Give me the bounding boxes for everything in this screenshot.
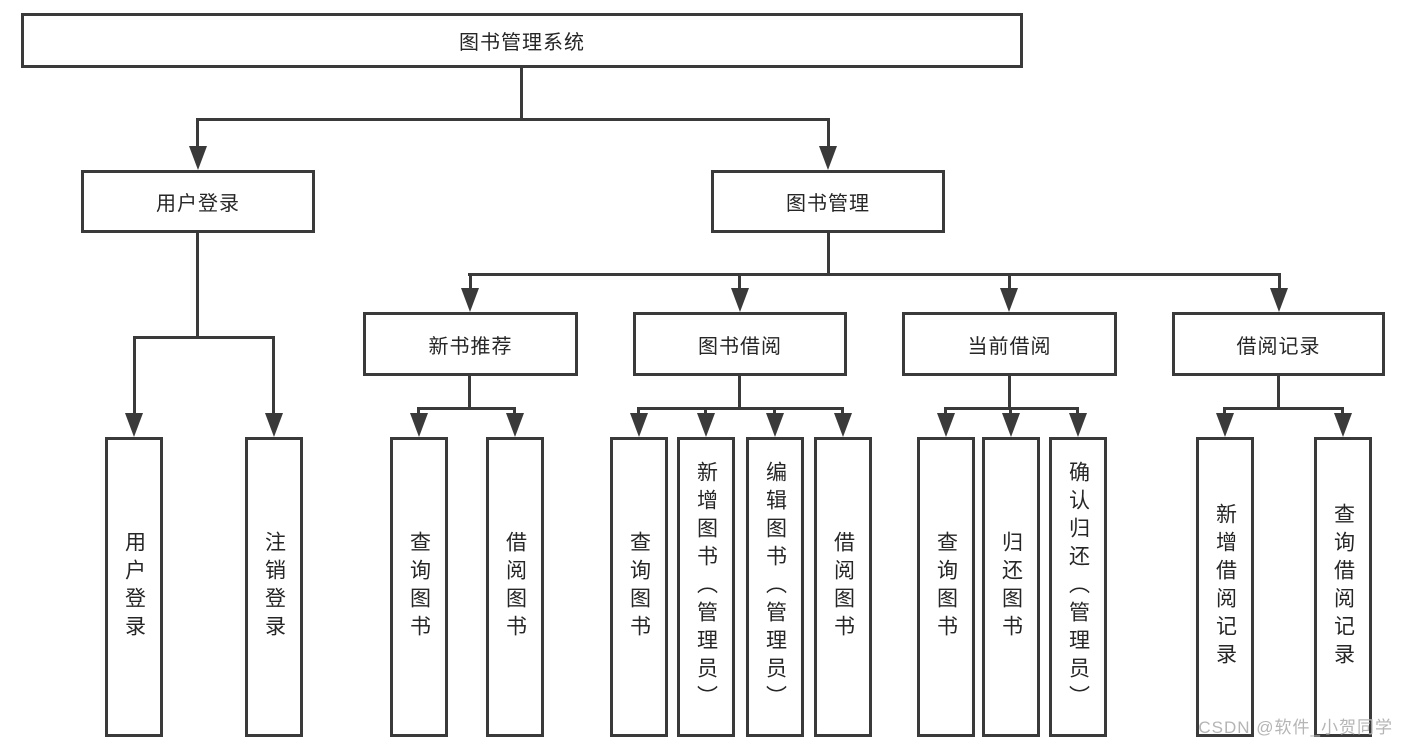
node-book-management: 图书管理 xyxy=(711,170,945,233)
connector-to-current-borrow xyxy=(1008,273,1011,290)
leaf-label: 用户登录 xyxy=(122,531,146,643)
node-current-borrow: 当前借阅 xyxy=(902,312,1117,376)
leaf-label: 借阅图书 xyxy=(831,531,855,643)
connector-current-borrow-stem xyxy=(1008,376,1011,407)
leaf-label: 归还图书 xyxy=(999,531,1023,643)
leaf-confirm-return-admin: 确认归还（管理员） xyxy=(1049,437,1107,737)
leaf-label: 新增借阅记录 xyxy=(1213,503,1237,671)
connector-leaf-drop xyxy=(841,407,844,415)
leaf-user-login: 用户登录 xyxy=(105,437,163,737)
leaf-query-books-current: 查询图书 xyxy=(917,437,975,737)
leaf-query-borrow-record: 查询借阅记录 xyxy=(1314,437,1372,737)
connector-to-user-login xyxy=(196,118,199,150)
arrowhead-down-icon xyxy=(1216,413,1234,437)
connector-book-mgmt-branch xyxy=(468,273,1281,276)
arrowhead-down-icon xyxy=(461,288,479,312)
arrowhead-down-icon xyxy=(834,413,852,437)
connector-new-book-branch xyxy=(417,407,516,410)
leaf-label: 注销登录 xyxy=(262,531,286,643)
leaf-label: 确认归还（管理员） xyxy=(1066,461,1090,713)
node-book-borrow: 图书借阅 xyxy=(633,312,847,376)
node-label: 图书管理系统 xyxy=(459,32,585,54)
node-label: 图书借阅 xyxy=(698,335,782,358)
connector-leaf-drop xyxy=(1223,407,1226,415)
connector-root-branch xyxy=(196,118,829,121)
arrowhead-down-icon xyxy=(697,413,715,437)
connector-leaf-drop xyxy=(773,407,776,415)
connector-root-stem xyxy=(520,68,523,118)
connector-book-borrow-branch xyxy=(637,407,844,410)
node-label: 当前借阅 xyxy=(967,335,1052,358)
arrowhead-down-icon xyxy=(1270,288,1288,312)
connector-leaf-drop xyxy=(637,407,640,415)
connector-to-book-borrow xyxy=(738,273,741,290)
leaf-borrow-books: 借阅图书 xyxy=(814,437,872,737)
leaf-label: 查询图书 xyxy=(934,531,958,643)
connector-borrow-record-stem xyxy=(1277,376,1280,407)
node-label: 用户登录 xyxy=(156,193,240,215)
arrowhead-down-icon xyxy=(125,413,143,437)
leaf-add-borrow-record: 新增借阅记录 xyxy=(1196,437,1254,737)
arrowhead-down-icon xyxy=(731,288,749,312)
connector-leaf-drop xyxy=(417,407,420,415)
node-label: 借阅记录 xyxy=(1236,335,1321,358)
leaf-label: 借阅图书 xyxy=(503,531,527,643)
node-borrow-record: 借阅记录 xyxy=(1172,312,1385,376)
connector-new-book-stem xyxy=(468,376,471,407)
connector-leaf-drop xyxy=(1076,407,1079,415)
arrowhead-down-icon xyxy=(1002,413,1020,437)
leaf-query-books-borrow: 查询图书 xyxy=(610,437,668,737)
connector-to-leaf-logout xyxy=(272,336,275,415)
arrowhead-down-icon xyxy=(1334,413,1352,437)
connector-book-borrow-stem xyxy=(738,376,741,407)
leaf-edit-books-admin: 编辑图书（管理员） xyxy=(746,437,804,737)
connector-to-borrow-record xyxy=(1278,273,1281,290)
csdn-watermark: CSDN @软件_小贺同学 xyxy=(1198,718,1393,737)
connector-book-mgmt-stem xyxy=(827,233,830,273)
arrowhead-down-icon xyxy=(630,413,648,437)
leaf-return-books: 归还图书 xyxy=(982,437,1040,737)
node-label: 新书推荐 xyxy=(428,335,513,358)
arrowhead-down-icon xyxy=(265,413,283,437)
arrowhead-down-icon xyxy=(189,146,207,170)
node-library-management-system: 图书管理系统 xyxy=(21,13,1023,68)
leaf-label: 查询图书 xyxy=(627,531,651,643)
connector-to-leaf-user-login xyxy=(133,336,136,415)
leaf-label: 查询借阅记录 xyxy=(1331,503,1355,671)
leaf-label: 查询图书 xyxy=(407,531,431,643)
connector-leaf-drop xyxy=(1009,407,1012,415)
arrowhead-down-icon xyxy=(506,413,524,437)
connector-user-login-stem xyxy=(196,233,199,336)
node-user-login: 用户登录 xyxy=(81,170,315,233)
connector-borrow-record-branch xyxy=(1223,407,1344,410)
connector-leaf-drop xyxy=(944,407,947,415)
leaf-logout-login: 注销登录 xyxy=(245,437,303,737)
leaf-label: 新增图书（管理员） xyxy=(694,461,718,713)
arrowhead-down-icon xyxy=(410,413,428,437)
connector-leaf-drop xyxy=(513,407,516,415)
arrowhead-down-icon xyxy=(937,413,955,437)
arrowhead-down-icon xyxy=(766,413,784,437)
node-new-book-recommend: 新书推荐 xyxy=(363,312,578,376)
arrowhead-down-icon xyxy=(819,146,837,170)
arrowhead-down-icon xyxy=(1000,288,1018,312)
arrowhead-down-icon xyxy=(1069,413,1087,437)
leaf-query-books-recommend: 查询图书 xyxy=(390,437,448,737)
connector-user-login-branch xyxy=(133,336,274,339)
connector-leaf-drop xyxy=(1341,407,1344,415)
leaf-label: 编辑图书（管理员） xyxy=(763,461,787,713)
connector-to-new-book xyxy=(469,273,472,290)
leaf-add-books-admin: 新增图书（管理员） xyxy=(677,437,735,737)
connector-to-book-management xyxy=(827,118,830,150)
connector-leaf-drop xyxy=(704,407,707,415)
leaf-borrow-books-recommend: 借阅图书 xyxy=(486,437,544,737)
node-label: 图书管理 xyxy=(786,193,870,215)
